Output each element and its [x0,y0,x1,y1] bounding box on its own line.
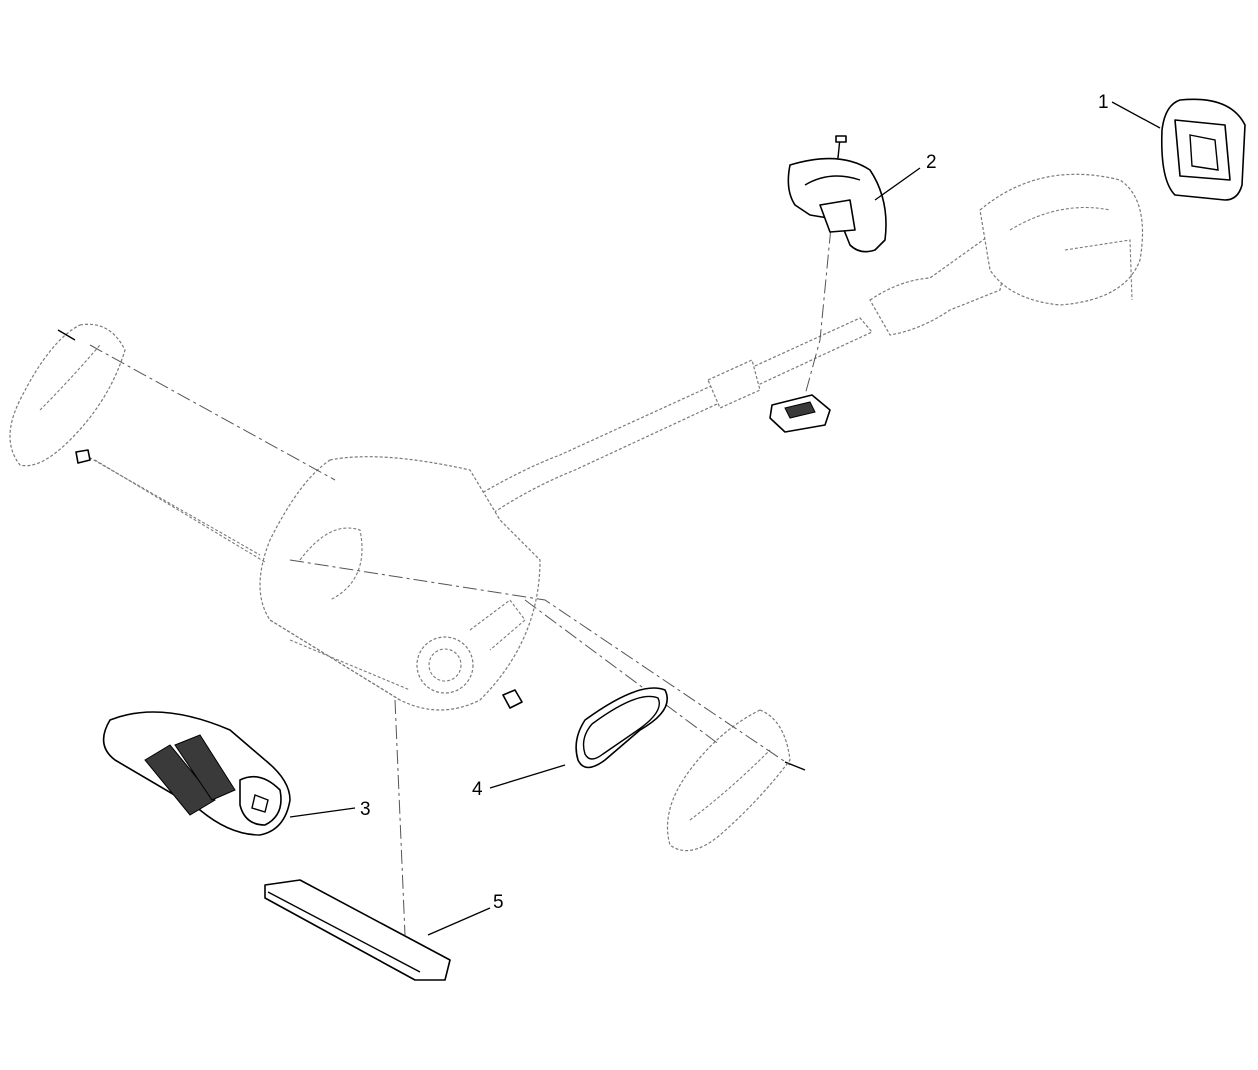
part-2-debris-guard [769,135,887,433]
callout-3: 3 [360,799,371,820]
part-5-scraper-bar [264,879,451,981]
callout-1: 1 [1098,92,1109,113]
callout-labels: 1 2 3 4 5 [360,92,1109,913]
part-3-paddle-rotor [102,711,291,836]
ghost-assembly [9,173,1143,852]
callout-4: 4 [472,779,483,800]
part-4-drive-belt [575,687,668,769]
callout-2: 2 [926,152,937,173]
leader-lines [289,101,1161,936]
callout-5: 5 [493,892,504,913]
part-1-battery-cover [1160,98,1246,201]
